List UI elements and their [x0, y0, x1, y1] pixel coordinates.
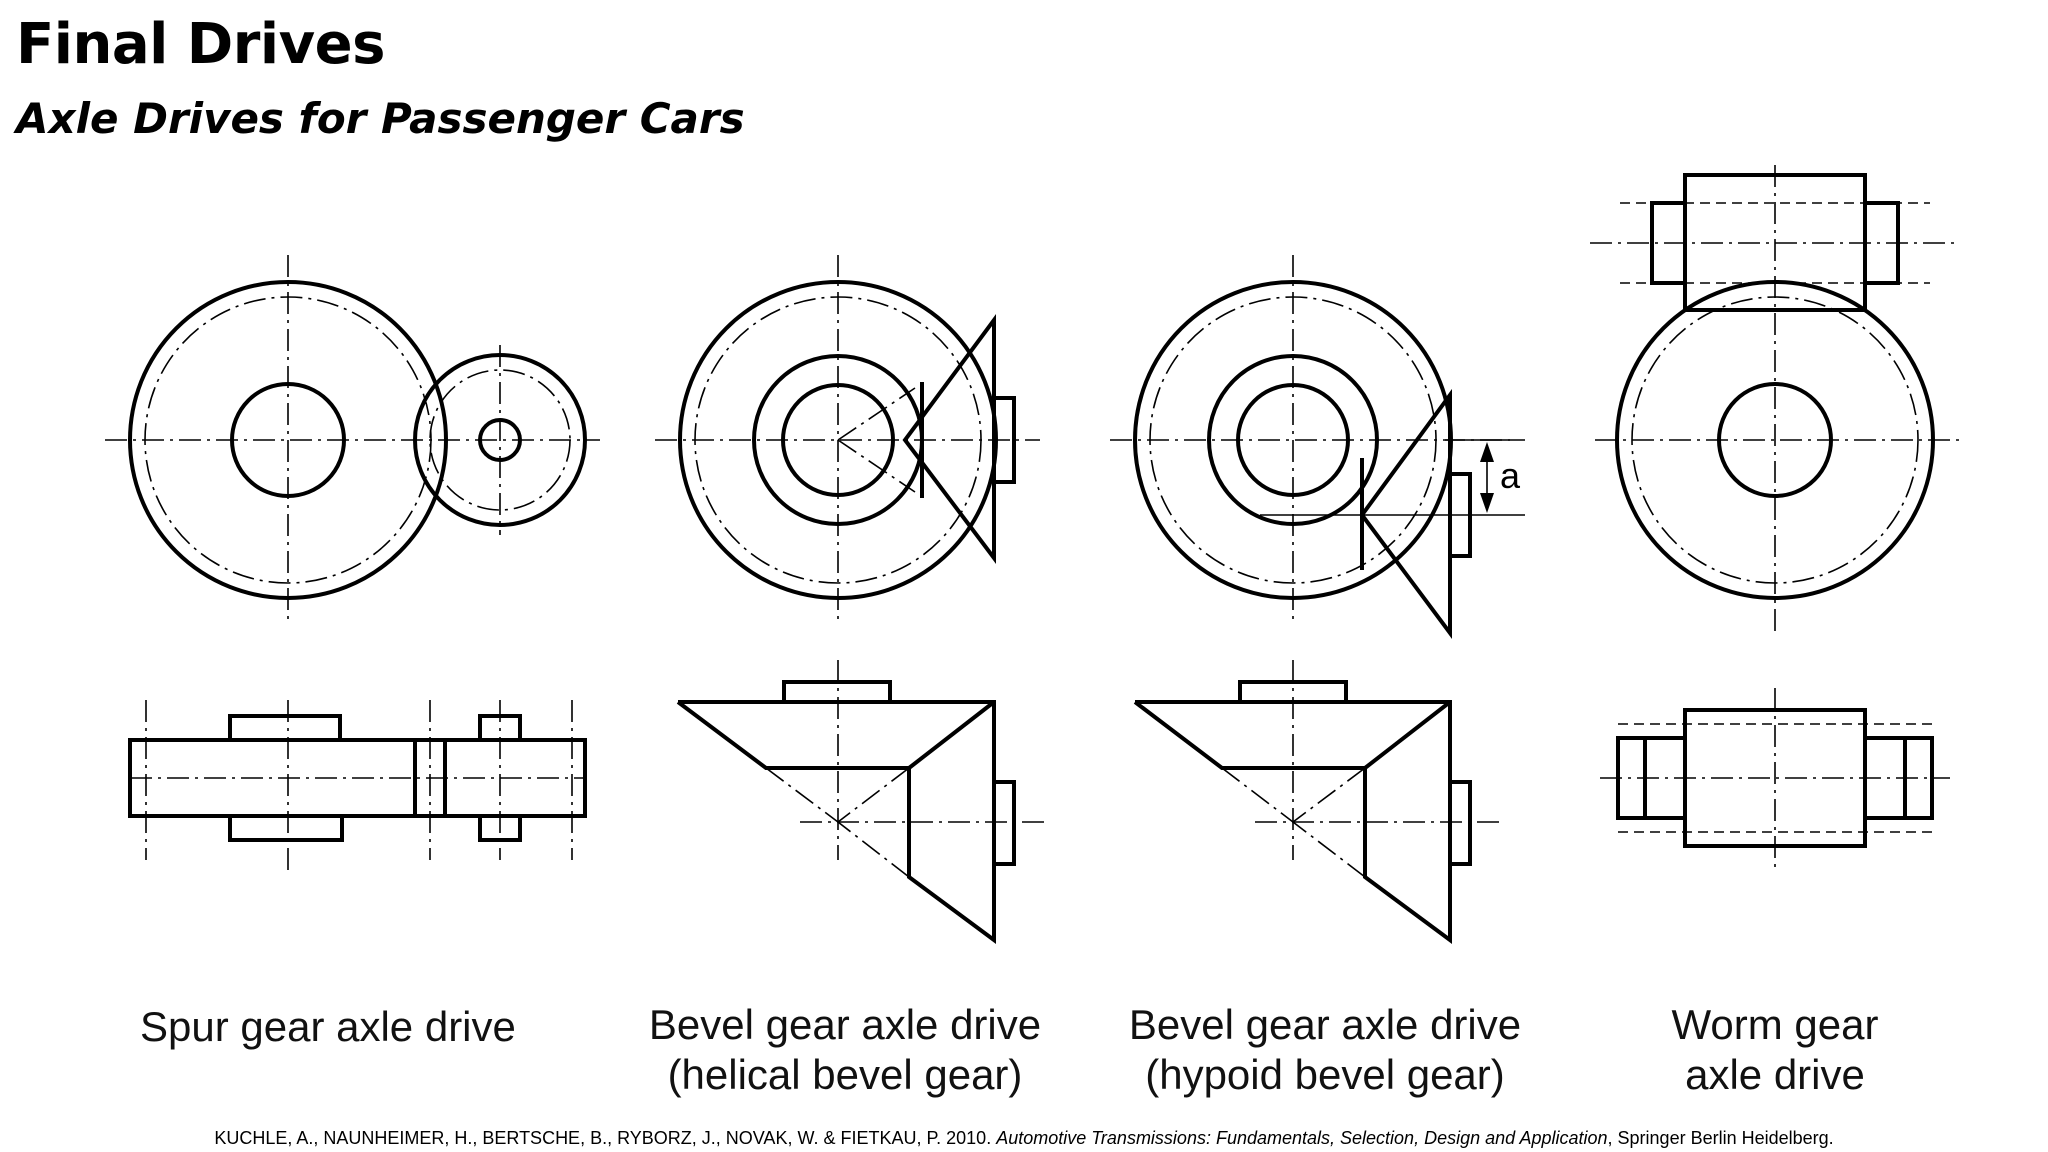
caption-spur-gear: Spur gear axle drive: [140, 1002, 516, 1052]
caption-line: axle drive: [1685, 1051, 1865, 1098]
caption-line: Bevel gear axle drive: [648, 1001, 1042, 1048]
caption-line: Worm gear: [1671, 1001, 1879, 1048]
hypoid-bevel-front-view: a: [1110, 255, 1525, 640]
worm-gear-front-view: [1590, 165, 1960, 635]
helical-bevel-front-view: [655, 255, 1040, 625]
hypoid-bevel-side-view: [1133, 660, 1500, 944]
page-title: Final Drives: [16, 12, 385, 77]
caption-worm-gear: Worm gear axle drive: [1615, 1000, 1935, 1100]
caption-hypoid-bevel: Bevel gear axle drive (hypoid bevel gear…: [1100, 1000, 1550, 1100]
caption-line: Bevel gear axle drive: [1128, 1001, 1522, 1048]
page-subtitle: Axle Drives for Passenger Cars: [16, 94, 745, 143]
spur-gear-side-view: [128, 700, 587, 870]
citation-book-title: Automotive Transmissions: Fundamentals, …: [996, 1128, 1608, 1148]
caption-line: (helical bevel gear): [667, 1051, 1023, 1098]
caption-line: (hypoid bevel gear): [1145, 1051, 1505, 1098]
caption-line: Spur gear axle drive: [140, 1003, 516, 1050]
helical-bevel-side-view: [676, 660, 1045, 944]
caption-helical-bevel: Bevel gear axle drive (helical bevel gea…: [620, 1000, 1070, 1100]
spur-gear-front-view: [105, 255, 600, 625]
citation-authors: KUCHLE, A., NAUNHEIMER, H., BERTSCHE, B.…: [214, 1128, 992, 1148]
offset-dimension-label: a: [1500, 455, 1521, 496]
source-citation: KUCHLE, A., NAUNHEIMER, H., BERTSCHE, B.…: [0, 1128, 2048, 1149]
citation-publisher: , Springer Berlin Heidelberg.: [1607, 1128, 1834, 1148]
worm-gear-side-view: [1600, 688, 1950, 870]
